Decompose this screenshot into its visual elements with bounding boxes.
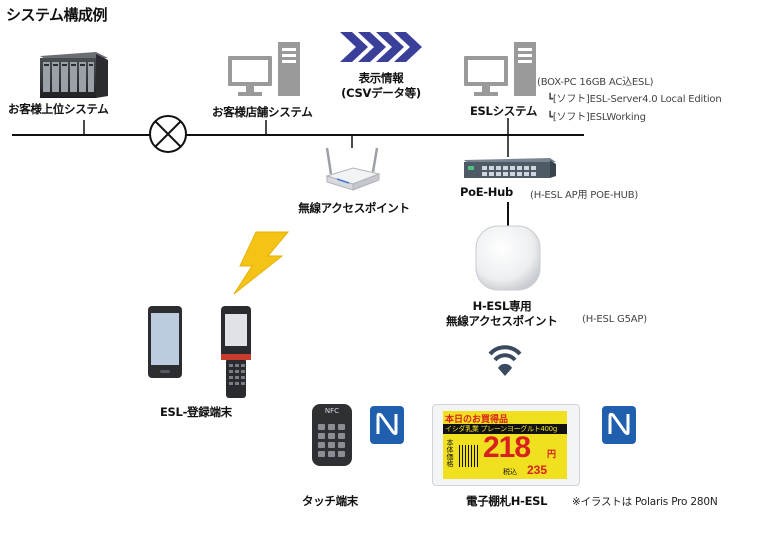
esl-server-pc-icon	[464, 42, 536, 96]
registration-terminal-label: ESL-登録端末	[160, 405, 232, 419]
esl-price-unit: 円	[547, 450, 557, 460]
nfc-icon	[370, 406, 404, 444]
electronic-shelf-label: 本日のお買得品 イシダ乳業 プレーンヨーグルト400g 本体価格 218 円 税…	[432, 404, 580, 486]
touch-terminal-nfc-text: NFC	[324, 407, 340, 415]
esl-software-2: ┗[ソフト]ESLWorking	[547, 112, 646, 123]
touch-terminal-icon	[312, 404, 352, 466]
esl-header-text: 本日のお買得品	[445, 415, 509, 425]
esl-screen: 本日のお買得品 イシダ乳業 プレーンヨーグルト400g 本体価格 218 円 税…	[443, 411, 567, 479]
touch-terminal-label: タッチ端末	[302, 494, 358, 508]
tablet-terminal-icon	[148, 306, 182, 378]
esl-header-band	[443, 424, 567, 434]
wifi-signal-icon	[488, 345, 522, 376]
hesl-ap-label: H-ESL専用	[472, 299, 532, 313]
display-info-sublabel: (CSVデータ等)	[341, 86, 421, 100]
esl-product-text: イシダ乳業 プレーンヨーグルト400g	[445, 425, 557, 433]
poe-hub-label: PoE-Hub	[460, 185, 513, 199]
store-system-label: お客様店舗システム	[212, 105, 313, 119]
esl-barcode-icon	[459, 445, 479, 467]
upper-system-label: お客様上位システム	[8, 102, 109, 116]
esl-system-spec: (BOX-PC 16GB AC込ESL)	[537, 77, 654, 88]
handheld-scanner-icon	[221, 306, 251, 398]
poe-hub-icon	[464, 158, 556, 178]
esl-side-label: 本体価格	[446, 439, 454, 467]
hesl-ap-sublabel: 無線アクセスポイント	[446, 314, 558, 328]
hesl-access-point-icon	[475, 225, 541, 291]
lightning-bolt-icon	[233, 231, 290, 295]
hesl-ap-note: (H-ESL G5AP)	[582, 314, 647, 325]
display-info-label: 表示情報	[358, 71, 404, 85]
data-flow-arrows-icon	[340, 32, 422, 62]
poe-hub-note: (H-ESL AP用 POE-HUB)	[530, 190, 639, 201]
server-rack-icon	[40, 52, 108, 98]
wireless-ap-label: 無線アクセスポイント	[298, 201, 410, 215]
wireless-router-icon	[325, 147, 381, 191]
nfc-icon	[602, 406, 636, 444]
esl-tag-note: ※イラストは Polaris Pro 280N	[572, 496, 718, 508]
router-icon	[149, 115, 187, 153]
esl-tax-label: 税込	[503, 468, 517, 476]
esl-price: 218	[483, 431, 531, 464]
esl-tax-price: 235	[527, 463, 548, 477]
page-title: システム構成例	[6, 6, 108, 24]
desktop-pc-icon	[228, 42, 300, 96]
esl-system-label: ESLシステム	[470, 104, 538, 118]
esl-tag-label: 電子棚札H-ESL	[466, 494, 548, 508]
esl-software-1: ┗[ソフト]ESL-Server4.0 Local Edition	[547, 94, 722, 105]
